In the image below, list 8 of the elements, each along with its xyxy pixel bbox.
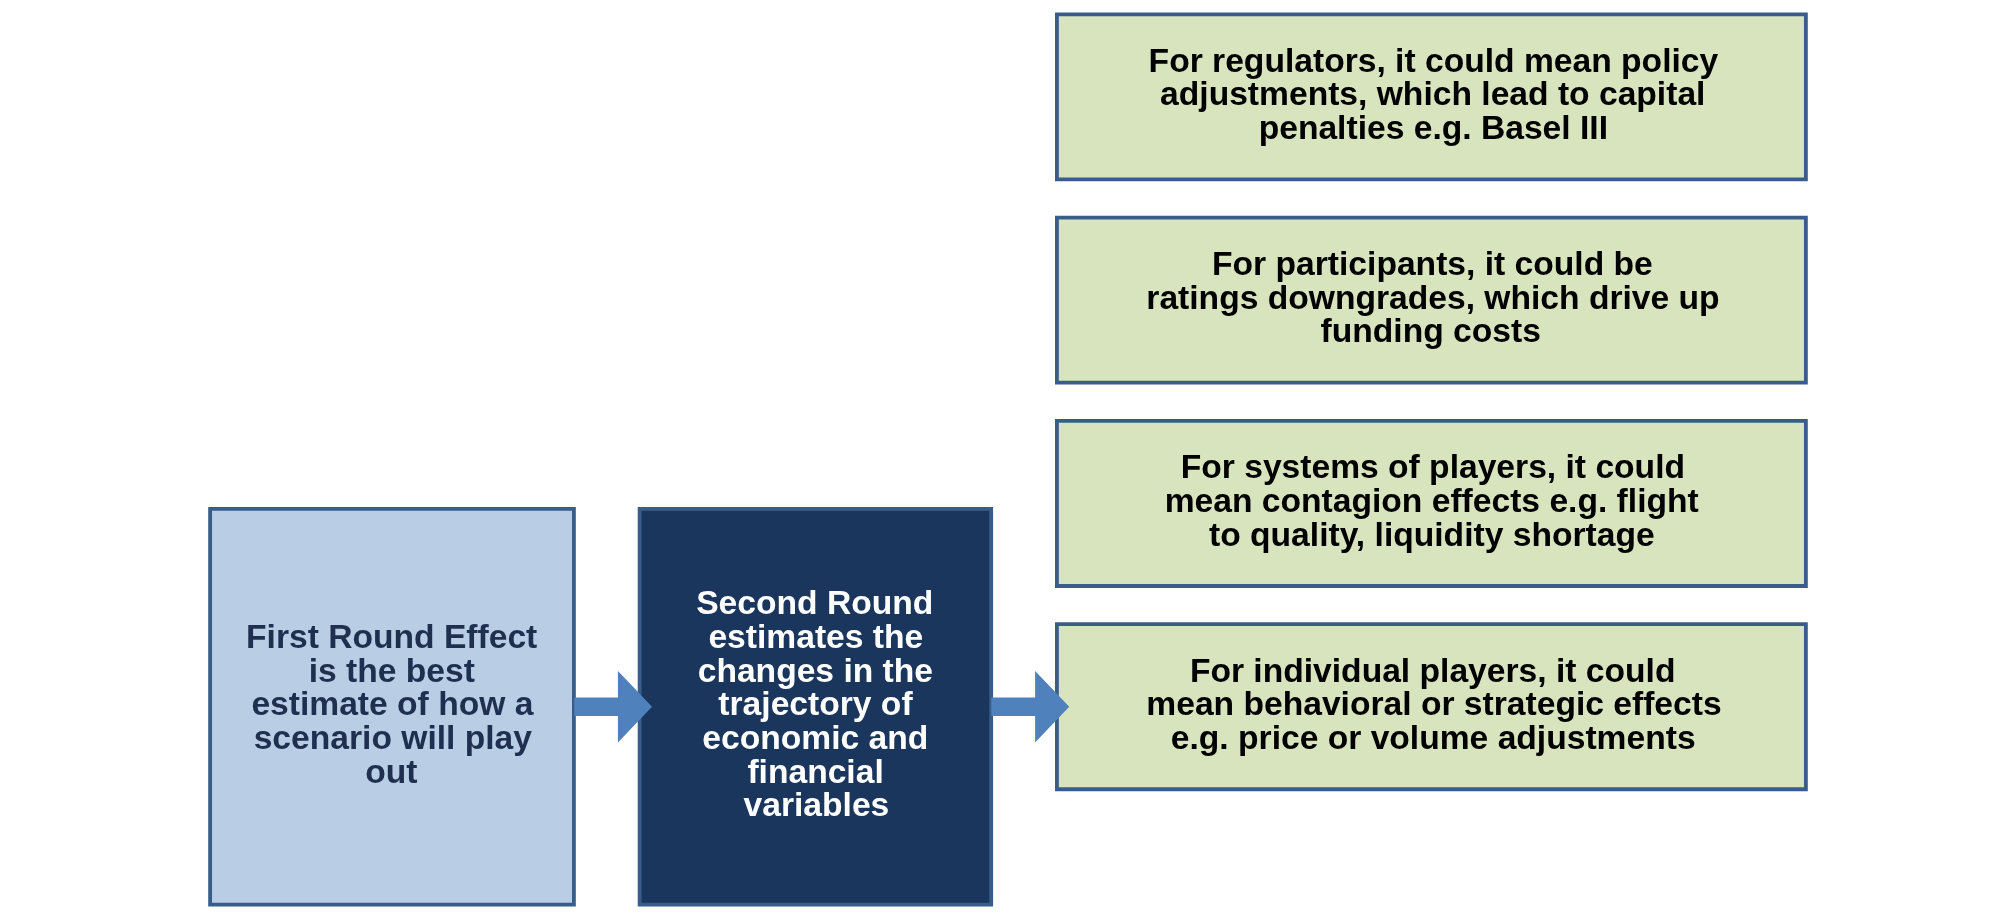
node-box: First Round Effect is the best estimate of how a scenario will play out xyxy=(208,506,576,907)
node-box: For regulators, it could mean policy adjustments, which lead to capital penalties e.g. Basel III xyxy=(1055,12,1808,182)
node-box: Second Round estimates the changes in the trajectory of economic and financial variables xyxy=(637,506,994,907)
node-box: For individual players, it could mean behavioral or strategic effects e.g. price or volume adjustments xyxy=(1055,622,1808,792)
arrow xyxy=(991,670,1070,743)
node-box: For participants, it could be ratings downgrades, which drive up funding costs xyxy=(1055,215,1808,385)
arrow xyxy=(574,670,652,743)
node-box: For systems of players, it could mean contagion effects e.g. flight to quality, liquidity shortage xyxy=(1055,419,1808,588)
